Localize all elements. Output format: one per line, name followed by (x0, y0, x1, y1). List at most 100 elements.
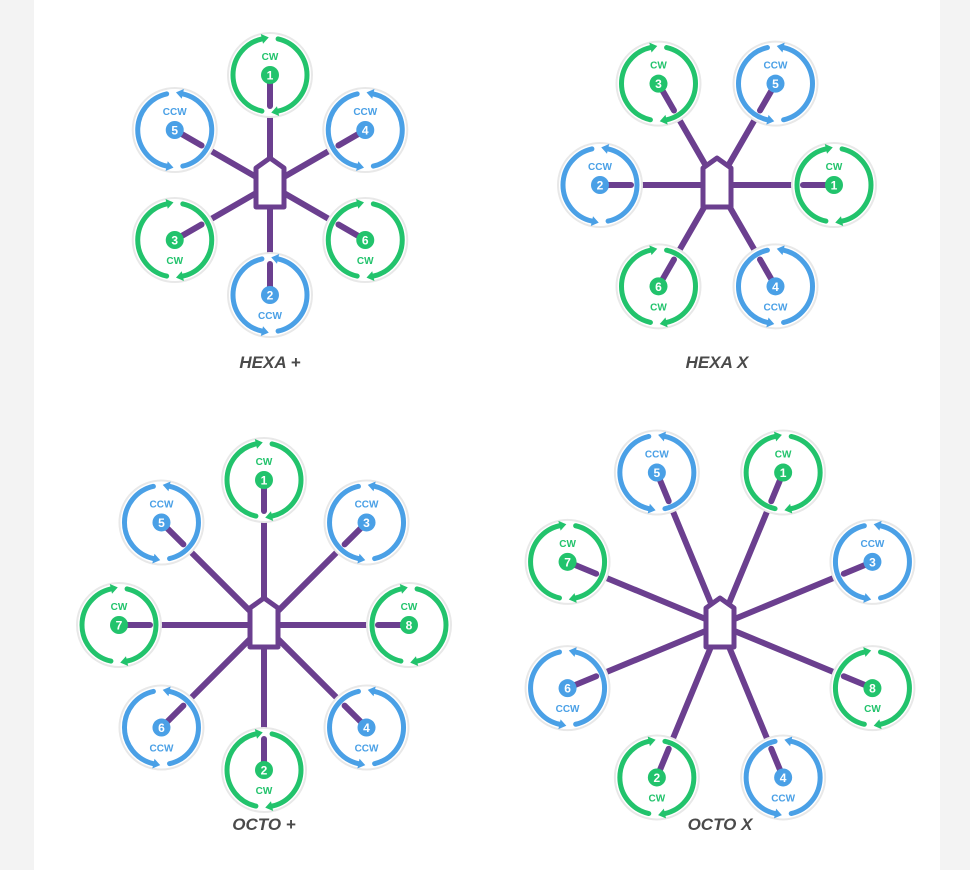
motor-1: 1CW (221, 437, 307, 523)
rotation-arc (662, 433, 697, 512)
motor-number: 2 (597, 179, 604, 193)
motor-number: 6 (362, 234, 369, 248)
rotation-arc (135, 91, 170, 169)
frame-body (253, 155, 287, 210)
motor-2: 2CW (221, 727, 307, 813)
rotation-arc (736, 247, 770, 325)
motor-number-badge (766, 277, 785, 296)
motor-direction-label: CW (111, 602, 128, 613)
motor-2: 2CW (613, 734, 700, 821)
motor-1: 1CW (791, 142, 877, 228)
motor-number: 6 (655, 280, 662, 294)
motor-number-badge (558, 552, 577, 571)
motor-direction-label: CCW (764, 61, 788, 72)
motor-number-badge (774, 768, 793, 787)
rotation-arrow-icon (784, 736, 793, 747)
rotation-arc (369, 586, 404, 664)
rotation-arc (573, 649, 608, 727)
rotation-arrow-icon (824, 144, 833, 154)
rotation-arc (124, 586, 159, 664)
motor-direction-label: CCW (353, 107, 377, 118)
rotation-arc (325, 91, 360, 169)
motor-direction-label: CW (262, 52, 279, 63)
rotation-arrow-icon (152, 553, 161, 564)
motor-number-badge (356, 231, 375, 249)
motor-number-badge (255, 761, 273, 779)
rotation-arrow-icon (357, 758, 366, 769)
motor-number-badge (863, 552, 882, 571)
motor-number-badge (649, 277, 668, 296)
motor-direction-label: CCW (258, 311, 282, 322)
diagram-title: OCTO + (232, 815, 296, 834)
motor-direction-label: CW (650, 61, 667, 72)
motor-direction-label: CCW (150, 744, 174, 755)
rotation-arrow-icon (271, 106, 280, 116)
motor-direction-label: CW (649, 793, 666, 804)
rotation-arrow-icon (558, 719, 567, 730)
rotation-arc (135, 201, 170, 279)
rotation-arrow-icon (647, 736, 656, 747)
rotation-arrow-icon (175, 271, 184, 281)
motor-number-badge (261, 286, 279, 304)
rotation-arrow-icon (254, 729, 263, 739)
motor-number: 3 (171, 234, 178, 248)
motor-direction-label: CCW (355, 744, 379, 755)
motor-number-badge (165, 231, 184, 249)
rotation-arc (832, 649, 867, 727)
rotation-arc (167, 688, 201, 767)
motor-number: 4 (772, 280, 779, 294)
rotation-arc (619, 247, 653, 325)
motor-number-badge (647, 463, 666, 482)
rotation-arrow-icon (165, 161, 174, 171)
diagram-title: OCTO X (688, 815, 755, 834)
rotation-arc (121, 483, 156, 562)
motor-1: 1CW (740, 429, 827, 516)
motor-direction-label: CW (256, 786, 273, 797)
motor-number-badge (261, 66, 279, 84)
rotation-arc (269, 441, 304, 519)
motor-number: 2 (267, 289, 274, 303)
rotation-arrow-icon (659, 317, 668, 328)
motor-number-badge (356, 121, 375, 139)
rotation-arc (743, 433, 778, 512)
motor-number-badge (774, 463, 793, 482)
motor-number-badge (825, 176, 843, 194)
rotation-arc (617, 738, 652, 817)
motor-4: 4 CCW (322, 87, 409, 173)
motor-number: 4 (363, 721, 370, 735)
rotation-arc (370, 91, 405, 169)
rotation-arrow-icon (658, 431, 667, 442)
rotation-arrow-icon (776, 42, 785, 53)
motor-direction-label: CCW (355, 499, 379, 510)
motor-3: 3 CW (615, 40, 702, 127)
motor-number-badge (591, 176, 609, 194)
rotation-arc (794, 146, 829, 224)
frame-body (700, 155, 734, 210)
frame-body (247, 595, 281, 650)
motor-number: 3 (869, 555, 876, 569)
motor-number-badge (357, 513, 376, 532)
rotation-arrow-icon (367, 481, 376, 492)
motor-number: 5 (654, 466, 661, 480)
rotation-arrow-icon (265, 801, 274, 811)
motor-direction-label: CW (650, 302, 667, 313)
motor-number: 4 (362, 124, 369, 138)
motor-number: 7 (564, 555, 571, 569)
rotation-arc (325, 201, 360, 279)
rotation-arc (839, 146, 874, 224)
rotation-arc (781, 247, 815, 325)
motor-6: 6CW (615, 243, 702, 330)
motor-direction-label: CW (401, 602, 418, 613)
motor-3: 3CW (131, 197, 218, 283)
motor-number: 8 (406, 619, 413, 633)
rotation-arrow-icon (784, 503, 793, 514)
motor-number: 3 (655, 77, 662, 91)
rotation-arrow-icon (109, 584, 118, 594)
rotation-arrow-icon (568, 593, 577, 603)
